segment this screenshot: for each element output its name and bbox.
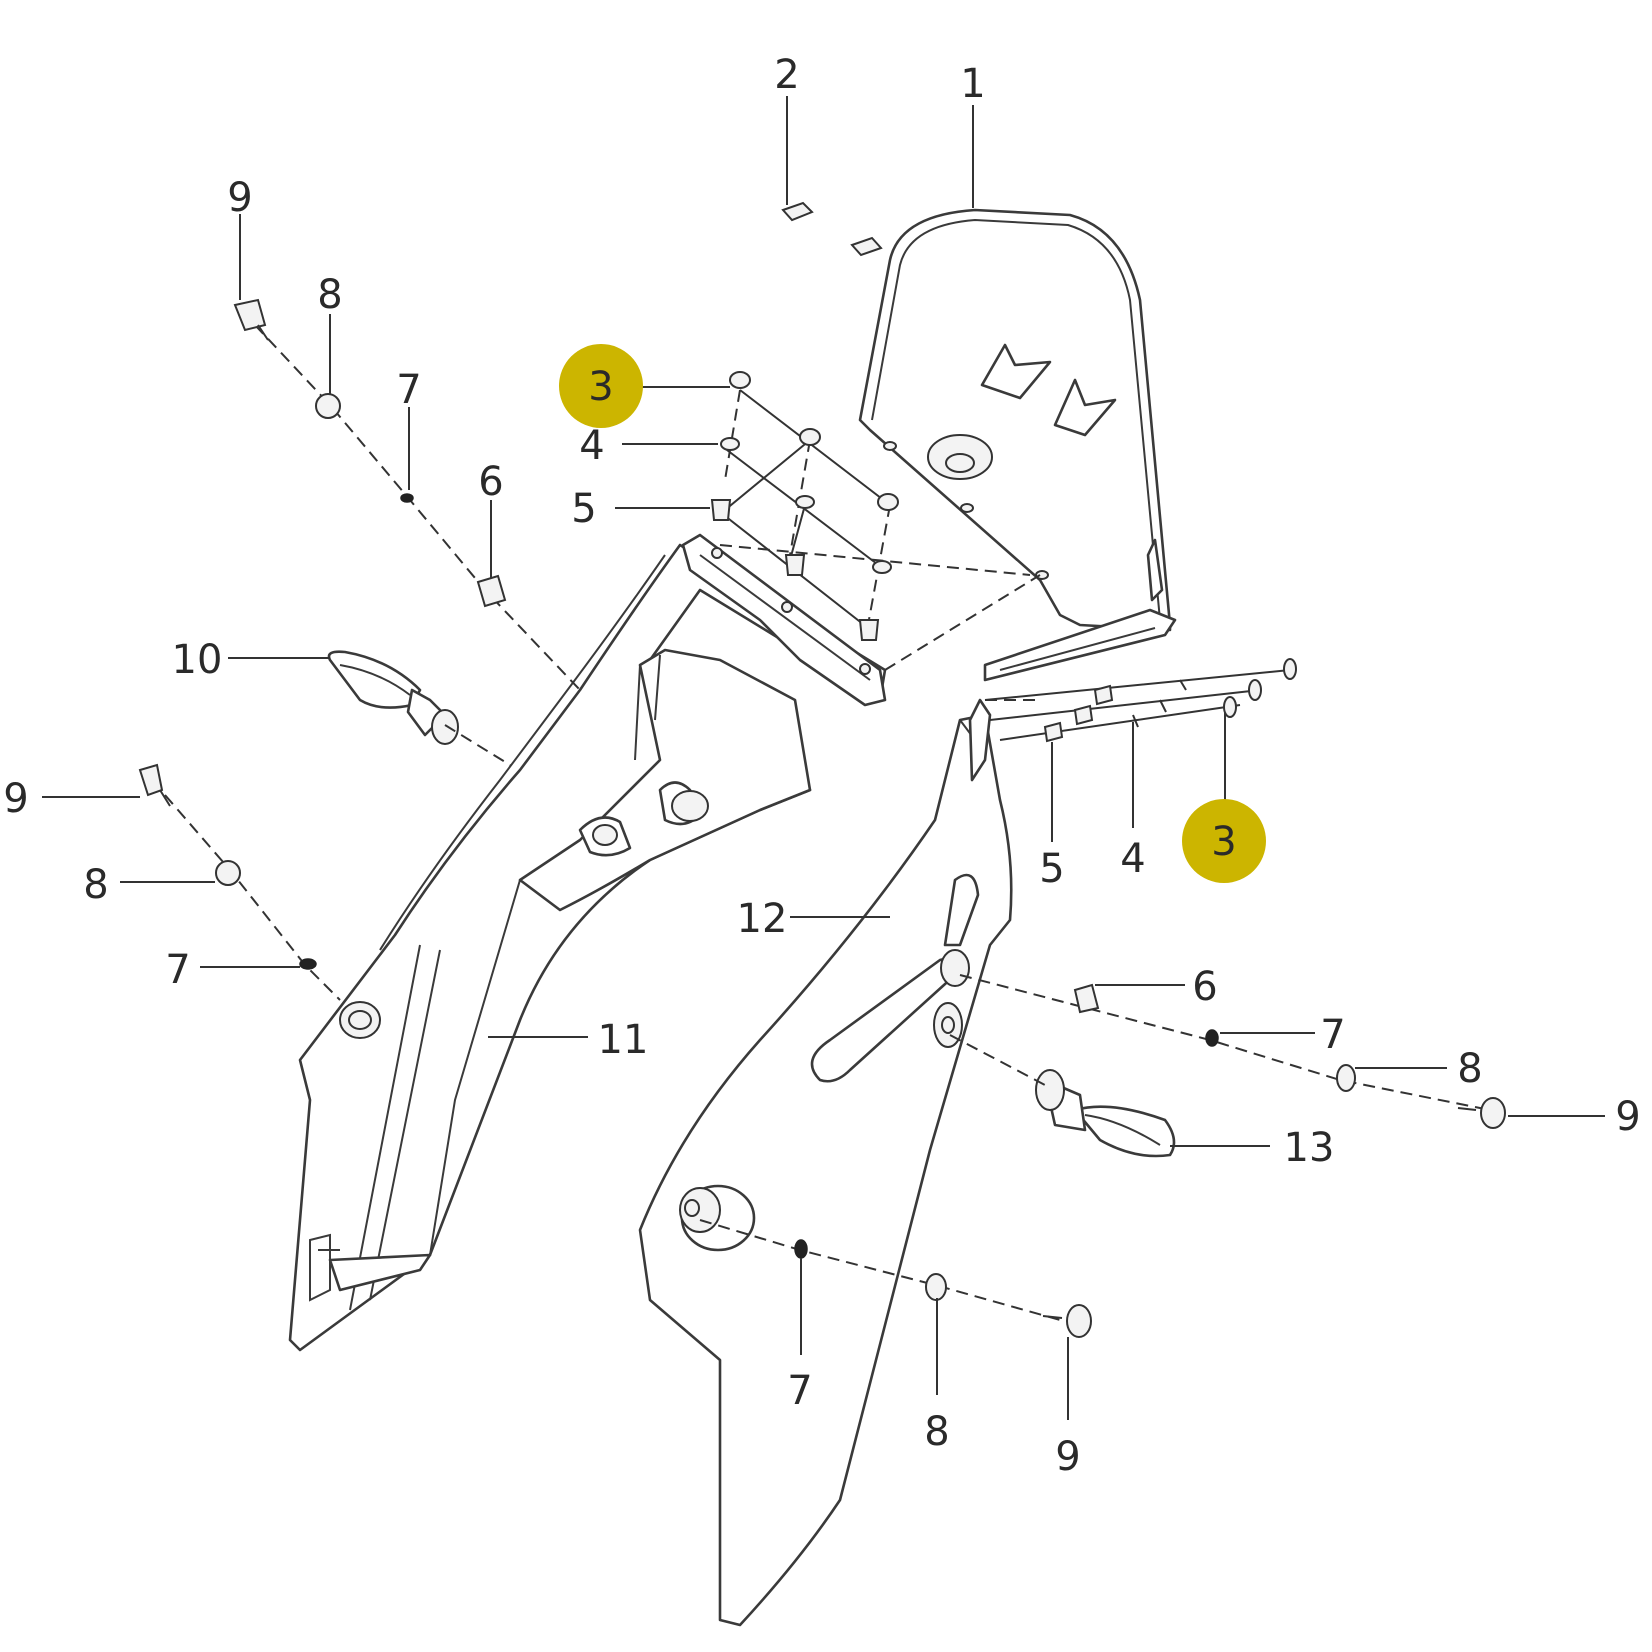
callout-7-right: 7 (1320, 1012, 1345, 1058)
callout-1: 1 (960, 61, 985, 107)
right-fairing-part-12 (638, 698, 1013, 1627)
callout-7-bottom: 7 (787, 1368, 812, 1414)
callout-9-top-left: 9 (227, 175, 252, 221)
callout-5-right: 5 (1039, 846, 1064, 892)
callout-11: 11 (598, 1017, 649, 1063)
callout-5-top: 5 (571, 486, 596, 532)
callout-9-left: 9 (3, 776, 28, 822)
turn-signal-part-10 (327, 650, 459, 745)
highlight-circle-3-top (559, 344, 643, 428)
callout-4-right: 4 (1120, 836, 1145, 882)
callout-8-left: 8 (83, 862, 108, 908)
callout-4-top: 4 (579, 423, 604, 469)
callout-9-bottom: 9 (1055, 1434, 1080, 1480)
windscreen-part-1 (858, 208, 1177, 682)
callout-8-right: 8 (1457, 1046, 1482, 1092)
right-fastener-rows (984, 658, 1297, 743)
callout-8-bottom: 8 (924, 1409, 949, 1455)
highlight-circle-3-right (1182, 799, 1266, 883)
callout-6-top-left: 6 (478, 459, 503, 505)
callout-labels: 1 2 3 4 5 3 4 5 9 8 7 6 10 9 8 7 11 12 6… (3, 52, 1640, 1480)
callout-3-top: 3 (588, 364, 613, 410)
fastener-grid (710, 371, 1041, 671)
hardware-stacks (138, 298, 1506, 1338)
leader-lines (42, 96, 1605, 1420)
callout-3-right: 3 (1211, 819, 1236, 865)
callout-8-top-left: 8 (317, 272, 342, 318)
callout-13: 13 (1284, 1125, 1335, 1171)
callout-9-right: 9 (1615, 1094, 1640, 1140)
clip-part-2 (781, 201, 883, 257)
callout-6-right: 6 (1192, 964, 1217, 1010)
callout-7-left: 7 (165, 947, 190, 993)
turn-signal-part-13 (1035, 1069, 1176, 1158)
left-fairing-part-11 (288, 543, 887, 1352)
callout-7-top-left: 7 (396, 367, 421, 413)
callout-10: 10 (172, 637, 223, 683)
callout-2: 2 (774, 52, 799, 98)
center-bracket (681, 533, 887, 707)
callout-12: 12 (737, 896, 788, 942)
